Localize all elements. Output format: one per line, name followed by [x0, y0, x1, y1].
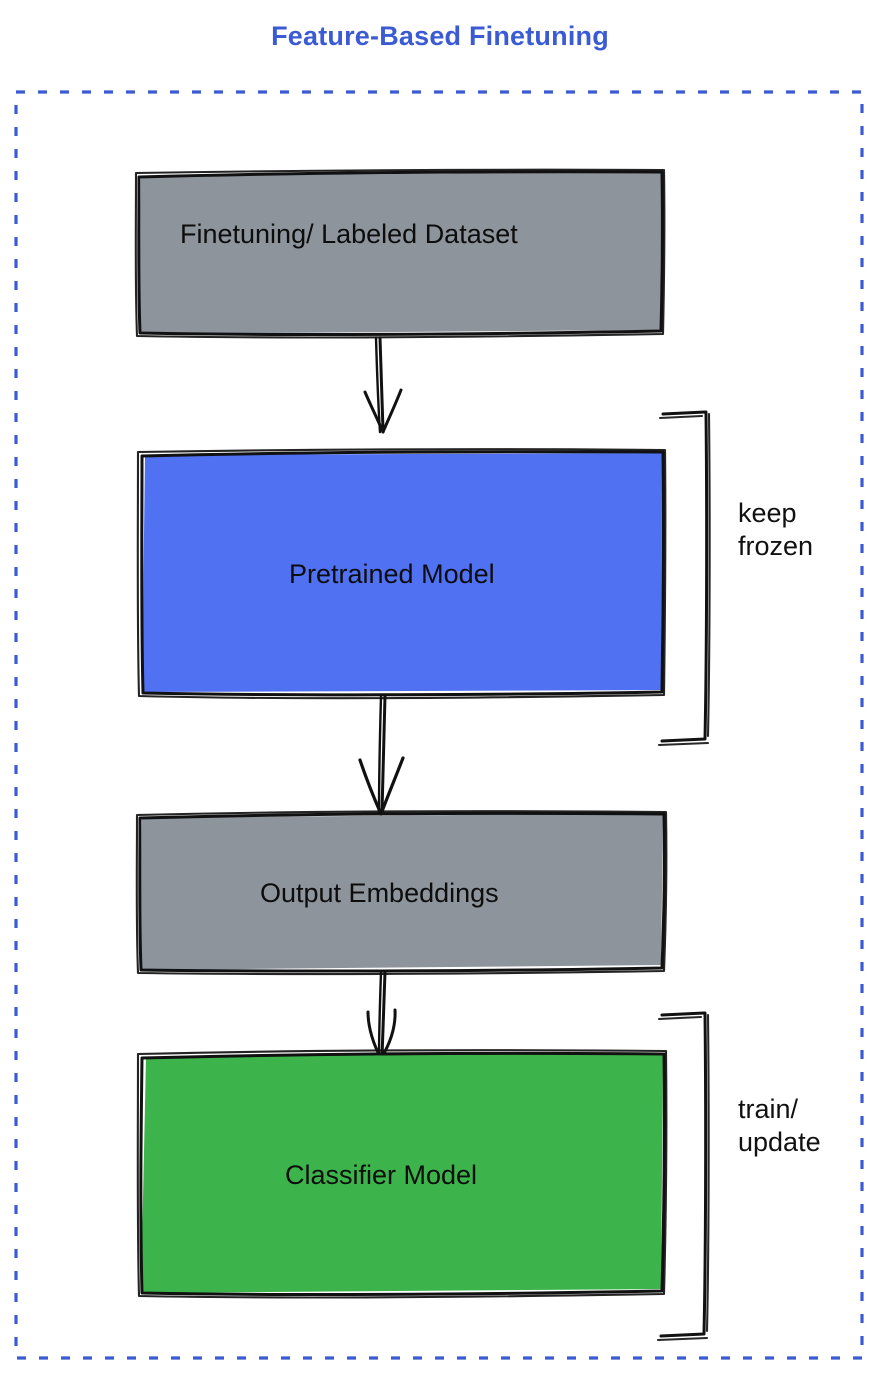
node-embeddings-outline-sketch	[135, 810, 668, 976]
node-label-output-embeddings: Output Embeddings	[260, 878, 499, 908]
node-label-pretrained-model: Pretrained Model	[289, 559, 495, 589]
node-classifier-fill	[141, 1053, 663, 1293]
node-pretrained-outline-sketch	[136, 448, 667, 700]
node-pretrained-outline	[140, 450, 665, 697]
bracket-keep-frozen	[657, 410, 711, 747]
bracket-train-update	[656, 1011, 710, 1342]
node-embeddings-fill	[140, 813, 663, 970]
node-classifier-outline-sketch	[136, 1049, 668, 1299]
node-dataset[interactable]	[134, 168, 666, 339]
node-dataset-outline	[137, 170, 664, 336]
node-dataset-outline-sketch	[134, 168, 666, 339]
node-classifier-outline	[139, 1051, 666, 1296]
node-label-classifier-model: Classifier Model	[285, 1160, 478, 1190]
diagram-title: Feature-Based Finetuning	[271, 21, 609, 51]
arrow-embeddings-to-classifier	[366, 970, 397, 1060]
diagram-outer-border	[14, 90, 864, 1360]
node-dataset-fill	[139, 172, 662, 334]
node-embeddings-outline	[138, 811, 666, 973]
annotation-keep-frozen: keep frozen	[738, 498, 814, 561]
node-label-dataset: Finetuning/ Labeled Dataset	[180, 219, 518, 249]
annotation-train-update: train/ update	[738, 1094, 821, 1157]
arrow-dataset-to-pretrained	[363, 336, 403, 434]
node-output-embeddings[interactable]	[135, 810, 668, 976]
node-pretrained-fill	[142, 453, 662, 692]
node-classifier-model[interactable]	[136, 1049, 668, 1299]
arrow-pretrained-to-embeddings	[358, 694, 405, 816]
node-pretrained-model[interactable]	[136, 448, 667, 700]
